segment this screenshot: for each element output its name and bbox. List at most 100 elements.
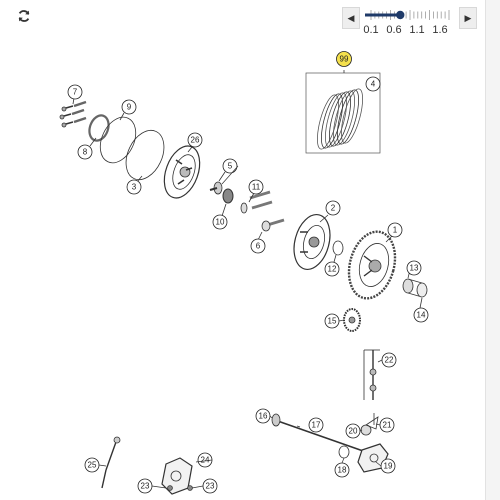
- callout-bubble[interactable]: [365, 76, 381, 92]
- caret-left-icon: ◀: [347, 12, 355, 23]
- callout-bubble[interactable]: [250, 238, 266, 254]
- clutch-plate-pack: [317, 88, 363, 150]
- callout-19[interactable]: 19: [380, 458, 396, 474]
- leader-line: [377, 359, 383, 363]
- callout-bubble[interactable]: [248, 179, 264, 195]
- zoom-slider[interactable]: [365, 9, 455, 21]
- callout-8[interactable]: 8: [77, 144, 93, 160]
- cylinder-cover: [161, 457, 193, 495]
- callout-16[interactable]: 16: [255, 408, 271, 424]
- bolt-set: [59, 100, 87, 128]
- callout-label: 23: [141, 482, 150, 491]
- callout-25[interactable]: 25: [84, 457, 100, 473]
- leader-line: [359, 429, 363, 432]
- callout-label: 14: [417, 311, 426, 320]
- zoom-next-button[interactable]: ▶: [459, 7, 477, 29]
- callout-14[interactable]: 14: [413, 307, 429, 323]
- callout-2[interactable]: 2: [325, 200, 341, 216]
- callout-bubble[interactable]: [387, 222, 403, 238]
- callout-26[interactable]: 26: [187, 132, 203, 148]
- callout-1[interactable]: 1: [387, 222, 403, 238]
- leader-line: [221, 165, 239, 185]
- callout-bubble[interactable]: [336, 51, 352, 67]
- leader-line: [89, 137, 97, 147]
- pressure-ring: [88, 114, 110, 142]
- leader-line: [195, 459, 213, 463]
- callout-bubble[interactable]: [406, 260, 422, 276]
- callout-bubble[interactable]: [222, 158, 238, 174]
- callout-label: 26: [191, 136, 200, 145]
- leader-line: [341, 457, 345, 464]
- callout-10[interactable]: 10: [212, 214, 228, 230]
- callout-22[interactable]: 22: [381, 352, 397, 368]
- callout-7[interactable]: 7: [67, 84, 83, 100]
- leader-line: [296, 425, 301, 428]
- leader-line: [221, 203, 227, 217]
- o-ring: [338, 445, 350, 459]
- zoom-slider-handle[interactable]: [396, 10, 405, 20]
- callout-label: 25: [88, 461, 97, 470]
- stud-set: [240, 190, 285, 232]
- callout-label: 99: [340, 55, 349, 64]
- callout-label: 10: [216, 218, 225, 227]
- callout-label: 21: [383, 421, 392, 430]
- callout-label: 19: [384, 462, 393, 471]
- zoom-label: 1.1: [409, 24, 425, 36]
- callout-bubble[interactable]: [308, 417, 324, 433]
- callout-bubble[interactable]: [187, 132, 203, 148]
- callout-15[interactable]: 15: [324, 313, 340, 329]
- callout-bubble[interactable]: [121, 99, 137, 115]
- release-lever: [360, 416, 379, 436]
- refresh-button[interactable]: [12, 4, 36, 28]
- needle-bushing: [402, 278, 428, 298]
- callout-label: 20: [349, 427, 358, 436]
- leader-line: [385, 235, 393, 243]
- callout-23-right[interactable]: 23: [202, 478, 218, 494]
- callout-bubble[interactable]: [324, 261, 340, 277]
- callout-12[interactable]: 12: [324, 261, 340, 277]
- callout-bubble[interactable]: [413, 307, 429, 323]
- callout-99[interactable]: 99: [336, 51, 352, 67]
- leader-line: [248, 192, 255, 203]
- callout-11[interactable]: 11: [248, 179, 264, 195]
- callout-4[interactable]: 4: [365, 76, 381, 92]
- callout-13[interactable]: 13: [406, 260, 422, 276]
- leader-line: [269, 415, 273, 419]
- leader-line: [419, 297, 423, 309]
- callout-label: 15: [328, 317, 337, 326]
- callout-bubble[interactable]: [126, 179, 142, 195]
- callout-bubble[interactable]: [77, 144, 93, 160]
- callout-bubble[interactable]: [212, 214, 228, 230]
- callout-label: 17: [312, 421, 321, 430]
- callout-label: 24: [201, 456, 210, 465]
- callout-17[interactable]: 17: [308, 417, 324, 433]
- callout-6[interactable]: 6: [250, 238, 266, 254]
- callout-leaders: [98, 165, 383, 489]
- callout-label: 8: [83, 148, 88, 157]
- callout-bubble[interactable]: [325, 200, 341, 216]
- part-drawings: [59, 70, 428, 495]
- pressure-plate: [163, 145, 201, 199]
- callout-label: 2: [331, 204, 336, 213]
- zoom-prev-button[interactable]: ◀: [342, 7, 360, 29]
- callout-21[interactable]: 21: [379, 417, 395, 433]
- callout-label: 13: [410, 264, 419, 273]
- exploded-parts-diagram: 99 4 7 9 8 3 26 5: [59, 51, 429, 495]
- leader-line: [338, 319, 345, 322]
- leader-line: [375, 423, 381, 426]
- callout-23-left[interactable]: 23: [137, 478, 153, 494]
- callout-9[interactable]: 9: [121, 99, 137, 115]
- bleeder-screw: [101, 436, 121, 489]
- callout-bubble[interactable]: [67, 84, 83, 100]
- callout-20[interactable]: 20: [345, 423, 361, 439]
- leader-line: [98, 464, 107, 467]
- leader-line: [151, 485, 167, 489]
- vertical-scrollbar[interactable]: [485, 0, 500, 500]
- refresh-icon: [18, 10, 30, 22]
- caret-right-icon: ▶: [464, 12, 472, 23]
- callout-18[interactable]: 18: [334, 462, 350, 478]
- callout-label: 5: [228, 162, 233, 171]
- callout-label: 18: [338, 466, 347, 475]
- callout-5[interactable]: 5: [222, 158, 238, 174]
- callout-3[interactable]: 3: [126, 179, 142, 195]
